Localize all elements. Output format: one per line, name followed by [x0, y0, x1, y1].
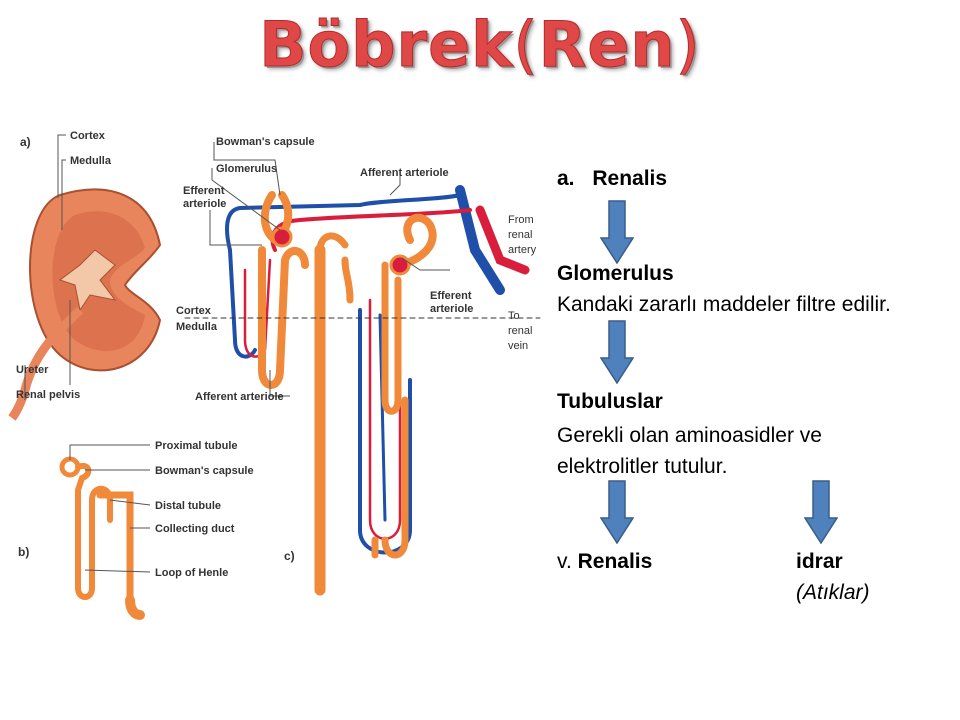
down-arrow-icon	[600, 320, 634, 384]
label-collecting-duct: Collecting duct	[155, 523, 235, 535]
label-vein: vein	[508, 340, 528, 352]
step-tubuluslar-title: Tubuluslar	[557, 390, 663, 413]
title-paren-word: Ren	[538, 8, 676, 82]
label-bowmans-capsule-c: Bowman's capsule	[216, 136, 315, 148]
step-marker-v: v.	[557, 550, 572, 573]
label-efferent-1: Efferent	[183, 185, 225, 197]
nephron-diagram: a) Cortex Medulla Ureter Renal pelvis b)…	[8, 130, 541, 620]
panel-a-label: a)	[20, 135, 31, 149]
step-tubuluslar-desc-2: elektrolitler tutulur.	[557, 455, 728, 478]
title-paren-open: (	[513, 8, 539, 82]
label-afferent-arteriole-bottom: Afferent arteriole	[195, 391, 284, 403]
step-label-renalis-v: Renalis	[577, 550, 653, 573]
kidney-cross-section	[8, 188, 162, 421]
step-idrar-title: idrar	[796, 550, 843, 573]
label-afferent-arteriole-top: Afferent arteriole	[360, 167, 449, 179]
label-bowmans-capsule-b: Bowman's capsule	[155, 465, 254, 477]
step-glomerulus-title: Glomerulus	[557, 262, 674, 285]
down-arrow-icon	[600, 200, 634, 264]
label-ureter: Ureter	[16, 364, 49, 376]
label-to: To	[508, 310, 520, 322]
title-main: Böbrek	[259, 8, 514, 82]
label-medulla: Medulla	[70, 155, 112, 167]
step-idrar-sub: (Atıklar)	[796, 581, 870, 604]
label-cortex: Cortex	[70, 130, 106, 142]
step-renalis-v: v. Renalis	[557, 547, 652, 576]
label-cortex-c: Cortex	[176, 305, 212, 317]
step-renalis-a: a. Renalis	[557, 164, 667, 193]
panel-c-label: c)	[284, 549, 295, 563]
step-label-renalis-a: Renalis	[592, 167, 668, 190]
label-medulla-c: Medulla	[176, 321, 218, 333]
panel-b-label: b)	[18, 545, 29, 559]
label-artery: artery	[508, 244, 537, 256]
label-glomerulus: Glomerulus	[216, 163, 277, 175]
nephron-simple	[59, 456, 145, 620]
label-loop-of-henle: Loop of Henle	[155, 567, 228, 579]
label-proximal-tubule: Proximal tubule	[155, 440, 238, 452]
page-title: Böbrek(Ren)	[0, 8, 960, 82]
down-arrow-icon	[600, 480, 634, 544]
label-arteriole-1: arteriole	[183, 198, 226, 210]
label-renal-pelvis: Renal pelvis	[16, 389, 80, 401]
nephron-detailed	[184, 185, 541, 596]
label-renal-1: renal	[508, 229, 532, 241]
label-arteriole-2: arteriole	[430, 303, 473, 315]
step-tubuluslar-desc-1: Gerekli olan aminoasidler ve	[557, 424, 822, 447]
step-glomerulus-desc: Kandaki zararlı maddeler filtre edilir.	[557, 293, 891, 316]
label-from: From	[508, 214, 534, 226]
down-arrow-icon	[804, 480, 838, 544]
step-marker-a: a.	[557, 167, 575, 190]
title-paren-close: )	[675, 8, 701, 82]
label-renal-2: renal	[508, 325, 532, 337]
label-efferent-2: Efferent	[430, 290, 472, 302]
label-distal-tubule: Distal tubule	[155, 500, 221, 512]
